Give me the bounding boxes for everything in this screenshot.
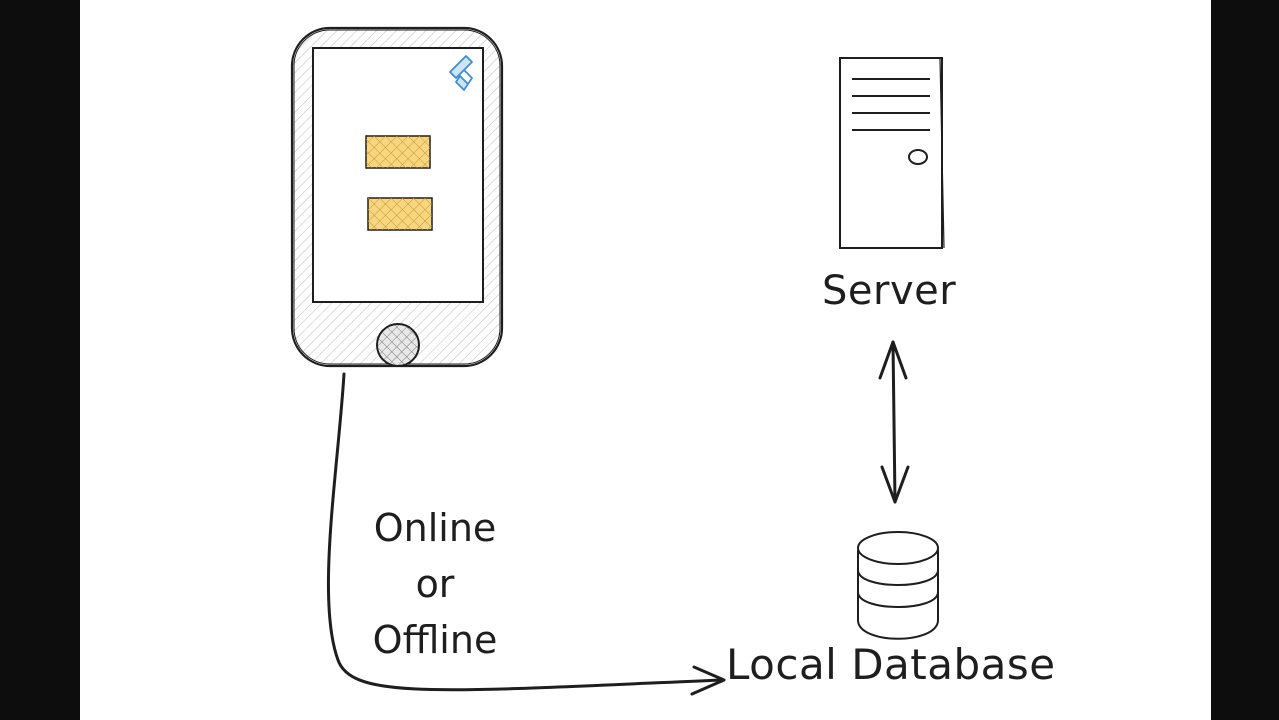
phone-screen [312,47,484,303]
server-icon [839,57,945,249]
database-icon [857,531,939,640]
connection-label: Online or Offline [350,500,520,668]
phone-device [290,26,504,368]
connection-label-line-3: Offline [372,618,498,662]
connection-label-line-2: or [415,562,455,606]
server-db-arrow [878,340,910,504]
server-label: Server [822,268,957,314]
phone-db-connector [326,372,726,696]
connection-label-line-1: Online [373,506,497,550]
diagram-canvas: Server Online or Offline Local Database [80,0,1211,720]
flutter-logo-icon [449,55,473,91]
diagram-svg [290,26,945,696]
local-database-label: Local Database [726,640,1056,689]
